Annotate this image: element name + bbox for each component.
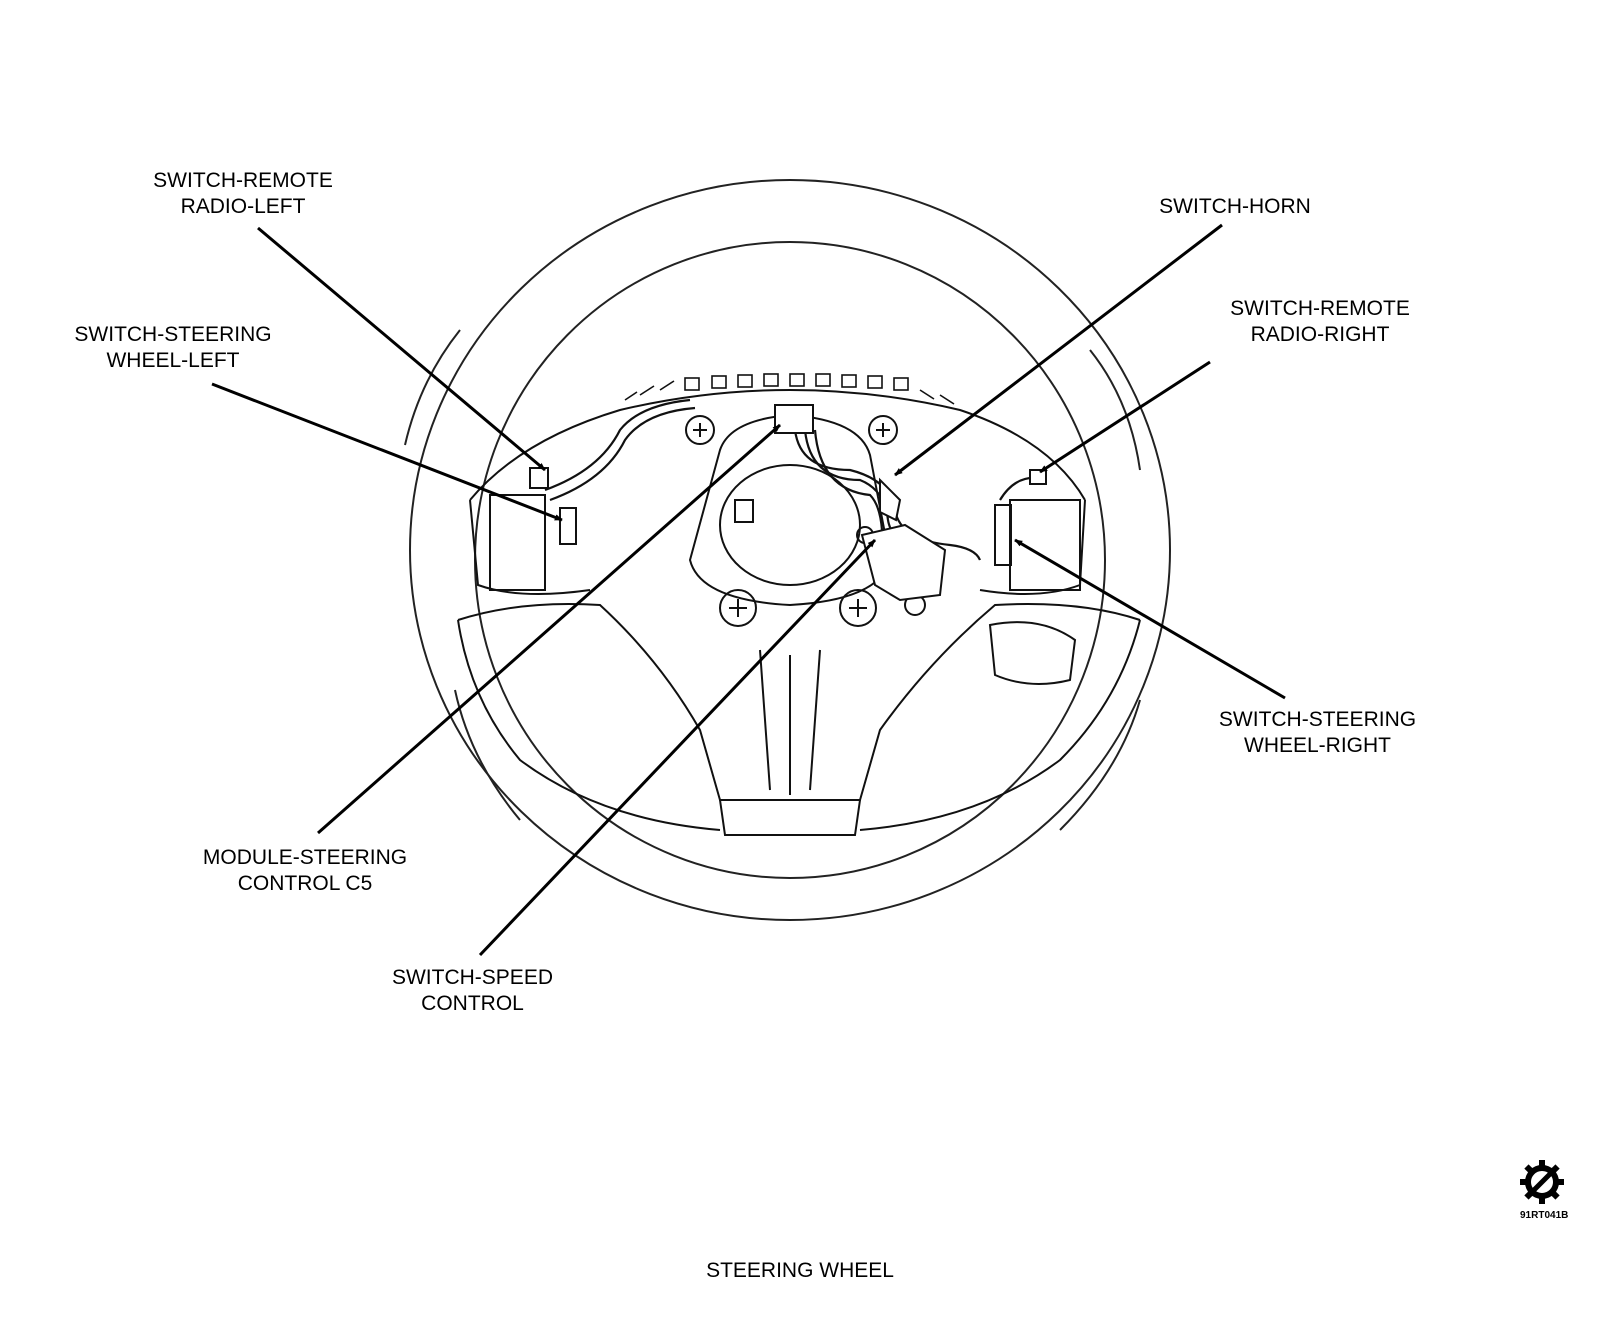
label-line: WHEEL-RIGHT bbox=[1244, 734, 1391, 757]
connectors bbox=[489, 404, 1081, 685]
label-switch-speed-control: SWITCH-SPEED CONTROL bbox=[375, 965, 570, 1017]
label-switch-remote-radio-right: SWITCH-REMOTE RADIO-RIGHT bbox=[1210, 296, 1430, 348]
label-line: CONTROL bbox=[421, 992, 524, 1015]
label-switch-steering-wheel-right: SWITCH-STEERING WHEEL-RIGHT bbox=[1205, 707, 1430, 759]
label-switch-horn: SWITCH-HORN bbox=[1140, 194, 1330, 220]
label-line: SWITCH-REMOTE bbox=[1230, 297, 1410, 320]
label-line: RADIO-RIGHT bbox=[1250, 323, 1390, 346]
mounting-screws bbox=[685, 415, 926, 627]
leader-steering-wheel-right bbox=[1014, 538, 1286, 700]
left-radio-switch-connector bbox=[529, 467, 549, 489]
label-line: SWITCH-SPEED bbox=[391, 966, 553, 989]
figure-caption: STEERING WHEEL bbox=[706, 1259, 894, 1282]
module-c5-connector bbox=[774, 404, 814, 434]
label-line: SWITCH-STEERING bbox=[74, 323, 272, 346]
left-wheel-switch-connector bbox=[559, 507, 577, 545]
leader-remote-radio-right bbox=[1039, 360, 1211, 474]
right-wheel-switch-connector bbox=[994, 504, 1012, 566]
wiring-harness bbox=[544, 398, 1041, 561]
label-line: MODULE-STEERING bbox=[202, 846, 408, 869]
wheel-rim bbox=[404, 179, 1171, 921]
label-switch-remote-radio-left: SWITCH-REMOTE RADIO-LEFT bbox=[138, 168, 348, 220]
label-line: SWITCH-REMOTE bbox=[153, 169, 333, 192]
leader-steering-wheel-left bbox=[211, 382, 563, 522]
label-module-steering-control-c5: MODULE-STEERING CONTROL C5 bbox=[190, 845, 420, 897]
leader-steering-control-module bbox=[317, 423, 781, 835]
figure-code: 91RT041B bbox=[1520, 1210, 1569, 1221]
right-radio-switch-connector bbox=[1029, 469, 1047, 485]
right-switch-bezel bbox=[1009, 499, 1081, 591]
speed-control-switch-body bbox=[860, 523, 947, 602]
hub-housing bbox=[457, 389, 1141, 836]
label-switch-steering-wheel-left: SWITCH-STEERING WHEEL-LEFT bbox=[63, 322, 283, 374]
leader-lines bbox=[211, 223, 1286, 957]
leader-remote-radio-left bbox=[257, 226, 546, 472]
horn-switch-lead bbox=[879, 477, 902, 522]
left-switch-bezel bbox=[489, 494, 546, 591]
label-line: WHEEL-LEFT bbox=[106, 349, 240, 372]
label-line: SWITCH-STEERING bbox=[1218, 708, 1417, 731]
leader-horn bbox=[894, 223, 1223, 477]
right-accessory-label bbox=[988, 621, 1077, 685]
leader-speed-control bbox=[478, 538, 877, 957]
gear-slash-icon bbox=[1520, 1160, 1564, 1204]
top-vent-slots bbox=[624, 373, 955, 405]
label-line: SWITCH-HORN bbox=[1159, 195, 1311, 218]
label-line: RADIO-LEFT bbox=[180, 195, 306, 218]
label-line: CONTROL C5 bbox=[237, 872, 373, 895]
